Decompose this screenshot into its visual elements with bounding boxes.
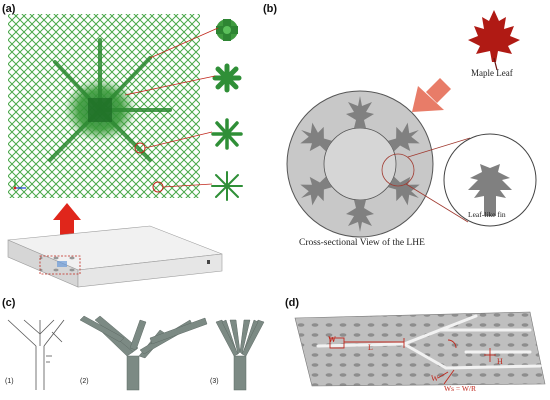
plate-block xyxy=(7,225,223,288)
leader-lines xyxy=(124,27,219,188)
sublabel-2: (2) xyxy=(80,378,89,385)
fin-plate xyxy=(294,311,546,387)
unit-cell-3 xyxy=(211,118,243,150)
tree-3d-dense xyxy=(215,319,265,391)
dimension-annotations xyxy=(329,337,496,385)
maple-leaf-label: Maple Leaf xyxy=(471,68,513,78)
unit-cell-thumbnails xyxy=(211,19,243,201)
maple-leaf-icon xyxy=(468,10,520,71)
label-ws: Ws = W/R xyxy=(444,384,477,393)
tree-schematic xyxy=(7,319,65,390)
label-h: H xyxy=(497,357,503,366)
panel-a-label: (a) xyxy=(2,3,16,15)
unit-cell-4 xyxy=(211,171,243,201)
sublabel-1: (1) xyxy=(5,378,14,385)
panel-d-label: (d) xyxy=(285,297,300,309)
sublabel-3: (3) xyxy=(210,378,219,385)
unit-cell-2 xyxy=(212,63,242,93)
leaf-fin-label: Leaf-like fin xyxy=(468,210,506,219)
label-l: L xyxy=(368,343,373,352)
panel-c-label: (c) xyxy=(2,297,16,309)
lhe-cross-section xyxy=(286,90,434,238)
lattice-block xyxy=(8,14,200,198)
pink-arrow xyxy=(412,78,451,112)
panel-b-label: (b) xyxy=(263,3,278,15)
leaf-fin-detail xyxy=(443,133,537,227)
label-w-left: W xyxy=(328,335,336,344)
unit-cell-1 xyxy=(216,19,238,41)
cross-section-caption: Cross-sectional View of the LHE xyxy=(299,238,425,248)
label-w-bottom: W xyxy=(431,374,439,383)
tree-3d-model xyxy=(79,315,208,391)
